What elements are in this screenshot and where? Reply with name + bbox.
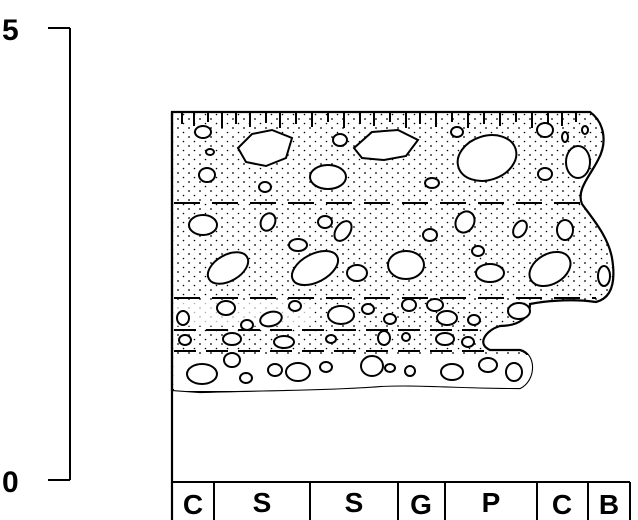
scale-top-label: 5 xyxy=(2,14,19,47)
sediment-body xyxy=(170,110,615,394)
clasts xyxy=(194,122,591,193)
grain-label-cobble: C xyxy=(552,489,572,520)
grain-label-pebble: P xyxy=(482,487,501,518)
grain-label-silt: S xyxy=(253,487,272,518)
grain-label-sand: S xyxy=(345,487,364,518)
clasts-middle xyxy=(188,210,611,288)
grain-label-boulder: B xyxy=(599,489,619,520)
root-marks xyxy=(181,112,577,128)
vertical-scale: 5 0 xyxy=(2,14,71,499)
grain-label-granule: G xyxy=(410,489,432,520)
grain-label-clay: C xyxy=(183,489,203,520)
scale-bottom-label: 0 xyxy=(2,466,19,499)
bedding-surfaces xyxy=(174,202,596,352)
grain-size-scale: C S S G P C B xyxy=(172,481,631,520)
clasts-lower xyxy=(176,298,531,385)
